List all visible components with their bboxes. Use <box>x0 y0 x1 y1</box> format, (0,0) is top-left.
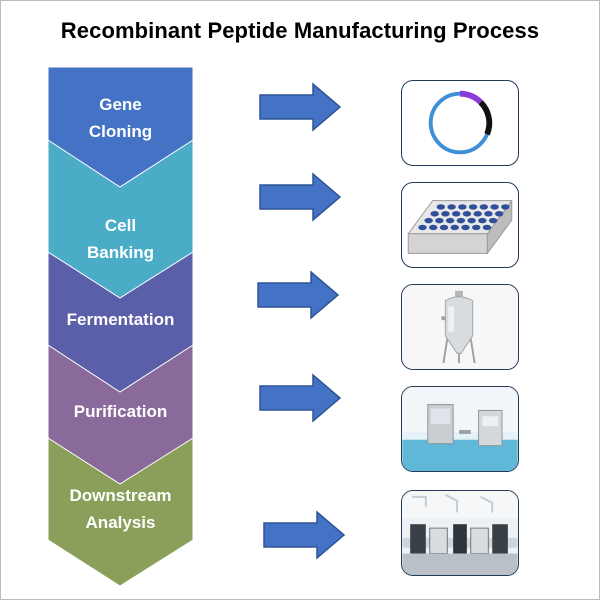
plate-well <box>473 211 482 217</box>
plate-well <box>488 217 498 224</box>
plate-well <box>424 217 433 224</box>
card-fermenter <box>401 284 519 370</box>
plate-well <box>450 224 459 231</box>
card-plasmid <box>401 80 519 166</box>
arrow-right-icon <box>263 510 346 560</box>
plate-well <box>430 211 439 217</box>
step-label-cell-banking: Cell Banking <box>86 216 155 262</box>
plate-well <box>435 217 444 224</box>
plate-well <box>439 224 449 231</box>
plate-well <box>441 211 450 217</box>
plate-well <box>472 224 481 231</box>
card-cell-plate <box>401 182 519 268</box>
card-analysis <box>401 490 519 576</box>
plate-well <box>478 217 487 224</box>
diagram-title: Recombinant Peptide Manufacturing Proces… <box>60 18 540 43</box>
arrow-right-icon <box>259 82 342 132</box>
plate-well <box>482 224 492 231</box>
arrow-right-icon <box>259 172 342 222</box>
plate-well <box>445 217 455 224</box>
plate-well <box>429 224 438 231</box>
plate-well <box>462 211 472 217</box>
step-label-gene-cloning: Gene Cloning <box>88 95 153 141</box>
step-label-fermentation: Fermentation <box>66 310 175 329</box>
plate-well <box>447 204 456 210</box>
plate-well <box>458 204 467 210</box>
plate-well <box>501 204 510 210</box>
step-label-purification: Purification <box>73 402 168 421</box>
step-label-downstream-analysis: Downstream Analysis <box>69 486 172 532</box>
plate-well <box>418 224 427 231</box>
arrow-right-icon <box>259 373 342 423</box>
plate-well <box>479 204 489 210</box>
plate-well <box>436 204 446 210</box>
plate-well <box>456 217 466 224</box>
cell-plate-icon <box>407 199 513 255</box>
chevron-gene-cloning <box>47 66 194 188</box>
arrow-right-icon <box>257 270 340 320</box>
plate-well <box>468 204 478 210</box>
purification-lab-photo <box>402 387 518 471</box>
plate-well <box>494 211 504 217</box>
plate-well <box>484 211 493 217</box>
analysis-lab-photo <box>402 491 518 575</box>
plate-well <box>490 204 499 210</box>
fermenter-tank-icon <box>402 285 518 369</box>
plate-well <box>467 217 476 224</box>
plasmid-icon <box>428 90 493 155</box>
plate-well <box>451 211 461 217</box>
plate-well <box>461 224 470 231</box>
card-purification <box>401 386 519 472</box>
